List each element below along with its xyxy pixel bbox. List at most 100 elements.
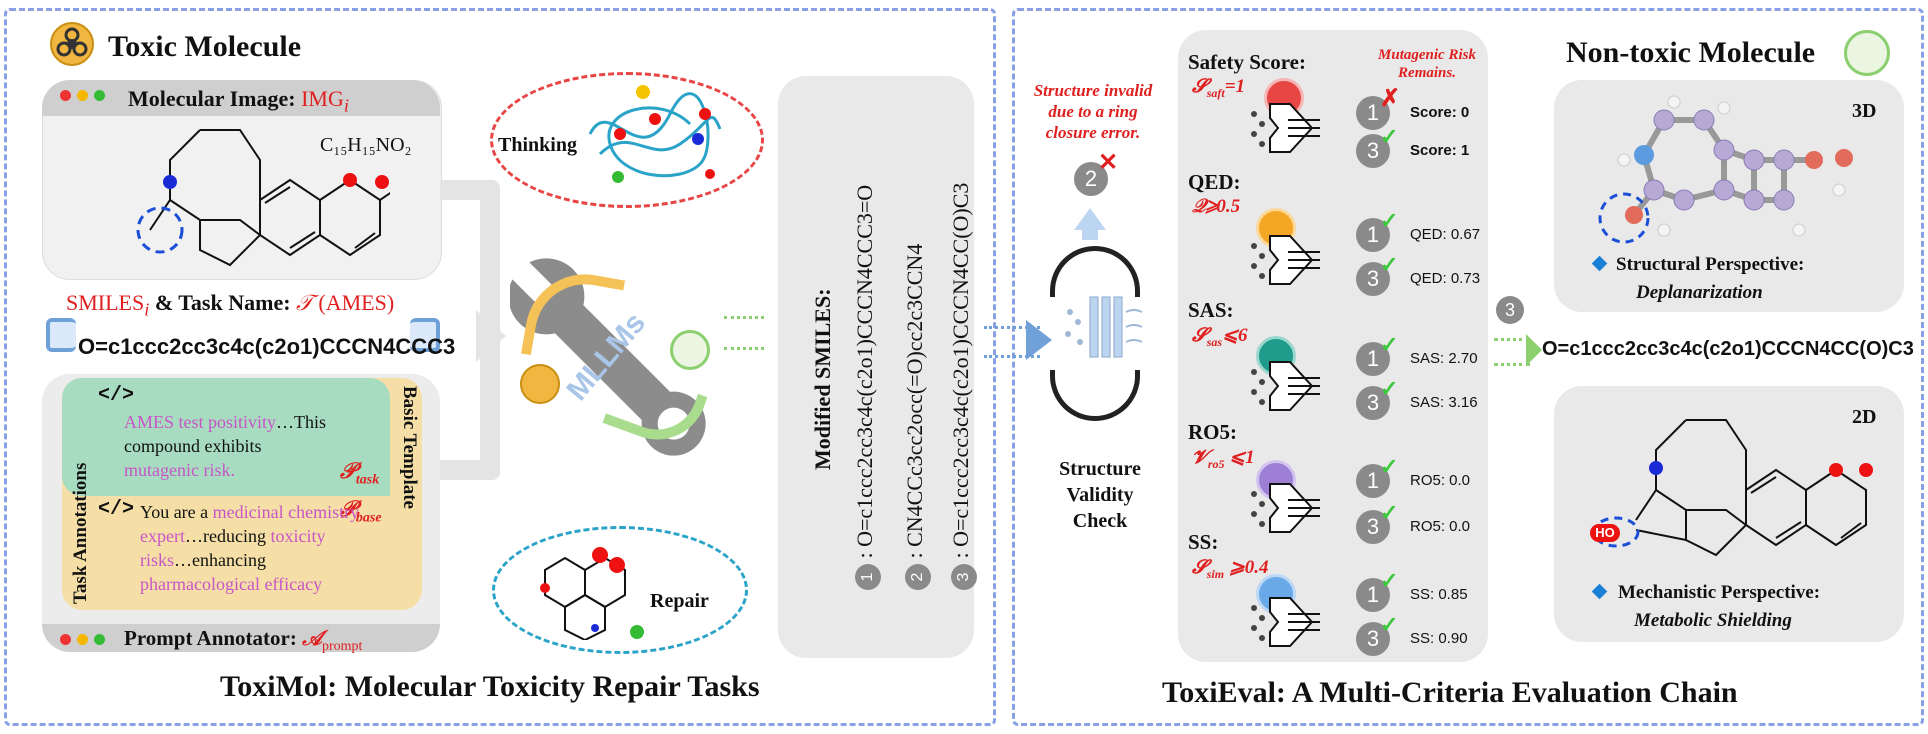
nontoxic-molecule-title: Non-toxic Molecule <box>1566 36 1816 69</box>
filter-icon <box>1065 296 1143 358</box>
structural-perspective-value: Deplanarization <box>1636 282 1763 303</box>
metric-cond-safety: 𝓢saft=1 <box>1192 76 1246 100</box>
basic-template-label: Basic Template <box>399 386 420 509</box>
modified-smiles-2: 2 : CN4CCc3cc2occ(=O)cc2c3CCN4 <box>902 244 931 590</box>
validity-check-label: Structure Validity Check <box>1059 458 1141 532</box>
metric-name-qed: QED: <box>1188 170 1241 194</box>
molecule-2d-structure <box>1592 419 1873 557</box>
molecular-image-label: Molecular Image: IMGi <box>128 86 349 116</box>
curl-arrow-right-icon <box>410 318 440 352</box>
metric-score: SAS: 3.16 <box>1410 394 1478 411</box>
thinking-bubble <box>490 72 764 208</box>
curl-arrow-left-icon <box>46 318 76 352</box>
window-dots <box>60 632 111 650</box>
label-3d: 3D <box>1852 100 1877 122</box>
metric-score: SAS: 2.70 <box>1410 350 1478 367</box>
toximol-panel <box>4 8 996 726</box>
metric-score: QED: 0.67 <box>1410 226 1481 243</box>
connector-arrow <box>476 310 506 362</box>
pass-check-icon: ✓ <box>1380 332 1399 357</box>
p-task-symbol: 𝒫task <box>340 458 380 488</box>
metric-score: SS: 0.90 <box>1410 630 1468 647</box>
task-annotation-box <box>62 378 390 496</box>
task-annotation-text: AMES test positivity…This compound exhib… <box>124 412 327 480</box>
modified-smiles-box <box>778 76 974 658</box>
candidate-1-badge: 1 <box>1356 218 1390 252</box>
pass-check-icon: ✓ <box>1380 376 1399 401</box>
candidate-3-badge: 3 <box>1356 622 1390 656</box>
result-number-badge: 3 <box>1496 296 1524 324</box>
funnel-icon <box>1251 235 1320 285</box>
candidate-1-badge: 1 <box>1356 464 1390 498</box>
candidate-3-badge: 3 <box>1356 510 1390 544</box>
pass-check-icon: ✓ <box>1380 124 1399 149</box>
metric-score: Score: 1 <box>1410 142 1470 159</box>
pass-check-icon: ✓ <box>1380 612 1399 637</box>
invalid-number-badge: 2 <box>1074 162 1108 196</box>
result-arrow-icon <box>1494 338 1530 366</box>
wrench-icon <box>510 258 706 456</box>
invalid-x-icon: ✕ <box>1098 150 1119 176</box>
smiles-task-label: SMILESi & Task Name: 𝒯 (AMES) <box>66 290 395 320</box>
metric-score: SS: 0.85 <box>1410 586 1468 603</box>
footer-bar <box>42 624 440 652</box>
mechanistic-perspective-label: Mechanistic Perspective: <box>1618 582 1821 603</box>
candidate-1-badge: 1 <box>1356 578 1390 612</box>
result-arrow-head <box>1526 334 1542 366</box>
metric-name-ss: SS: <box>1188 530 1219 554</box>
invalid-note: Structure invalid due to a ring closure … <box>1033 81 1153 142</box>
candidate-3-badge: 3 <box>1356 386 1390 420</box>
metric-score: RO5: 0.0 <box>1410 472 1471 489</box>
biohazard-icon <box>520 364 560 404</box>
up-arrow-stem <box>1082 228 1098 240</box>
candidate-1-badge: 1 <box>1356 96 1390 130</box>
tangled-molecule-icon <box>588 85 722 183</box>
p-base-symbol: 𝒫base <box>340 496 382 526</box>
metric-score: Score: 0 <box>1410 104 1470 121</box>
mutagenic-note: Mutagenic Risk Remains. <box>1378 47 1476 81</box>
pass-check-icon: ✓ <box>1380 454 1399 479</box>
repair-label: Repair <box>650 590 709 612</box>
label-2d: 2D <box>1852 406 1877 428</box>
funnel-icon <box>1251 361 1320 411</box>
dashed-arrow-icon <box>724 316 764 350</box>
task-annotations-label: Task Annotations <box>70 462 91 604</box>
metric-name-ro5: RO5: <box>1188 420 1237 444</box>
code-icon: </> <box>98 384 135 407</box>
funnel-icon <box>1251 103 1320 153</box>
mechanistic-perspective-value: Metabolic Shielding <box>1634 610 1792 631</box>
pass-check-icon: ✓ <box>1380 208 1399 233</box>
toxieval-panel <box>1012 8 1924 726</box>
input-arrow-head <box>1026 320 1052 360</box>
modified-smiles-1: 1 : O=c1ccc2cc3c4c(c2o1)CCCN4CCC3=O <box>852 185 881 590</box>
toximol-footer-title: ToxiMol: Molecular Toxicity Repair Tasks <box>220 670 760 703</box>
toxic-molecule-title: Toxic Molecule <box>108 30 302 63</box>
metric-cond-ro5: 𝓥ro5 ⩽1 <box>1192 447 1255 471</box>
thinking-label: Thinking <box>498 134 577 156</box>
structure-2d-box <box>1554 386 1904 642</box>
window-dots <box>60 88 111 106</box>
molecule-3d-render <box>1598 95 1853 244</box>
metric-cond-sas: 𝓢sas⩽6 <box>1192 325 1248 349</box>
toxieval-footer-title: ToxiEval: A Multi-Criteria Evaluation Ch… <box>1162 676 1738 709</box>
input-arrow-icon <box>984 326 1040 358</box>
input-smiles: O=c1ccc2cc3c4c(c2o1)CCCN4CCC3 <box>78 334 456 359</box>
structural-perspective-label: Structural Perspective: <box>1616 254 1805 275</box>
modified-smiles-title: Modified SMILES: <box>810 288 835 470</box>
nontoxic-icon <box>670 330 710 370</box>
metric-name-sas: SAS: <box>1188 298 1234 322</box>
prompt-annotator-label: Prompt Annotator: 𝒜prompt <box>124 626 363 655</box>
metrics-box <box>1178 30 1488 662</box>
molecule-formula: C₁₅H₁₅NO₂ <box>320 134 412 156</box>
repair-bubble <box>492 526 748 654</box>
metric-cond-qed: 𝒬⩾0.5 <box>1192 196 1241 217</box>
window-header <box>42 80 440 116</box>
candidate-3-badge: 3 <box>1356 262 1390 296</box>
metric-score: QED: 0.73 <box>1410 270 1481 287</box>
metric-score: RO5: 0.0 <box>1410 518 1471 535</box>
toxic-molecule-structure <box>136 129 390 267</box>
code-icon: </> <box>98 498 135 521</box>
base-template-text: You are a medicinal chemistry expert…red… <box>140 502 360 594</box>
funnel-icon <box>1251 483 1320 533</box>
pass-check-icon: ✓ <box>1380 252 1399 277</box>
